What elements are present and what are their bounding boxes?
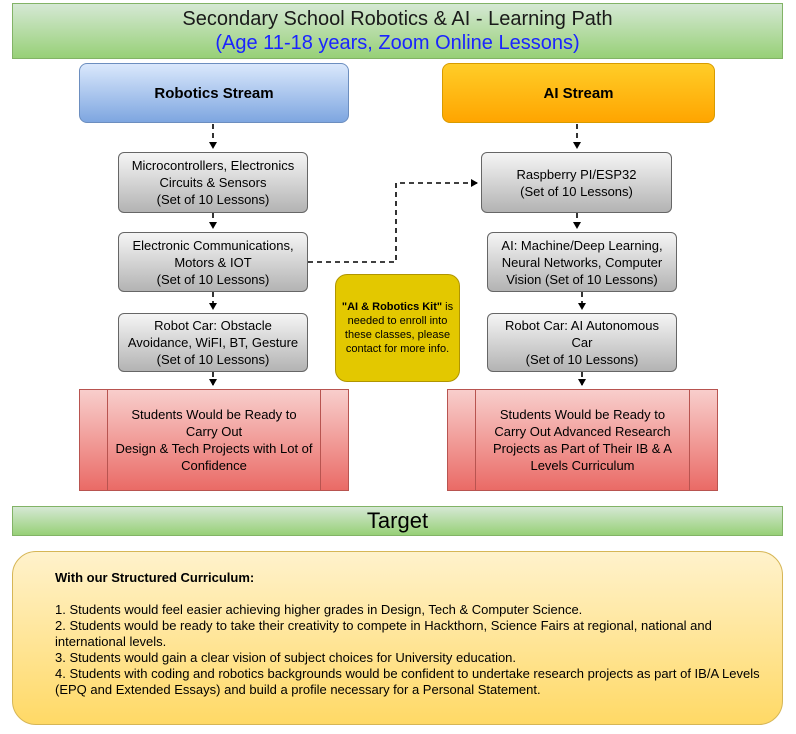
ai-lesson-3: Robot Car: AI Autonomous Car (Set of 10 … [487, 313, 677, 372]
curriculum-box: With our Structured Curriculum: 1. Stude… [12, 551, 783, 725]
lesson-line: (Set of 10 Lessons) [520, 183, 633, 199]
outcome-side-bar [448, 390, 476, 490]
robotics-stream-header: Robotics Stream [79, 63, 349, 123]
outcome-side-bar [320, 390, 348, 490]
arrow-cross-link [308, 179, 478, 263]
lesson-line: Vision (Set of 10 Lessons) [506, 271, 658, 287]
lesson-line: Car [571, 335, 593, 350]
outcome-line: Students Would be Ready to [131, 407, 297, 422]
lesson-line: Robot Car: AI Autonomous [505, 318, 659, 333]
curriculum-heading: With our Structured Curriculum: [55, 570, 255, 585]
lesson-line: AI: Machine/Deep Learning, [501, 237, 663, 253]
outcome-text: Students Would be Ready to Carry Out Adv… [463, 406, 702, 474]
outcome-side-bar [80, 390, 108, 490]
outcome-line: Levels Curriculum [530, 458, 635, 473]
outcome-line: Carry Out Advanced Research [494, 424, 671, 439]
lesson-line: Microcontrollers, Electronics [131, 158, 295, 173]
robotics-stream-label: Robotics Stream [154, 84, 274, 102]
kit-note-line: these classes, please [344, 329, 451, 341]
lesson-line: Robot Car: Obstacle [154, 318, 272, 333]
outcome-line: Students Would be Ready to [499, 407, 666, 422]
lesson-line: Motors & IOT [174, 254, 252, 270]
lesson-line: Electronic Communications, [132, 237, 294, 253]
outcome-line: Confidence [181, 458, 247, 473]
outcome-line: Carry Out [185, 424, 243, 439]
lesson-line: Neural Networks, Computer [501, 254, 663, 270]
lesson-line: (Set of 10 Lessons) [156, 271, 270, 287]
ai-outcome: Students Would be Ready to Carry Out Adv… [447, 389, 718, 491]
target-banner: Target [12, 506, 783, 536]
outcome-line: Design & Tech Projects with Lot of [115, 441, 313, 456]
curriculum-point: 4. Students with coding and robotics bac… [55, 666, 760, 697]
robotics-lesson-3: Robot Car: Obstacle Avoidance, WiFI, BT,… [118, 313, 308, 372]
lesson-line: (Set of 10 Lessons) [156, 352, 270, 367]
outcome-side-bar [689, 390, 717, 490]
kit-note: "AI & Robotics Kit" is needed to enroll … [335, 274, 460, 382]
target-label: Target [366, 508, 429, 533]
curriculum-point: 1. Students would feel easier achieving … [55, 602, 583, 617]
kit-note-line: needed to enroll into [347, 315, 448, 327]
ai-lesson-1: Raspberry PI/ESP32 (Set of 10 Lessons) [481, 152, 672, 213]
robotics-lesson-2: Electronic Communications, Motors & IOT … [118, 232, 308, 292]
robotics-lesson-1: Microcontrollers, Electronics Circuits &… [118, 152, 308, 213]
kit-note-line: contact for more info. [345, 343, 450, 355]
ai-stream-label: AI Stream [543, 84, 614, 102]
lesson-line: Raspberry PI/ESP32 [516, 166, 637, 182]
kit-note-text: is [442, 301, 454, 313]
curriculum-point: 3. Students would gain a clear vision of… [55, 650, 517, 665]
page-title: Secondary School Robotics & AI - Learnin… [182, 8, 613, 30]
outcome-text: Students Would be Ready to Carry Out Des… [85, 406, 342, 474]
kit-note-line: "AI & Robotics Kit" is [342, 300, 453, 314]
curriculum-point: 2. Students would be ready to take their… [55, 618, 712, 649]
lesson-line: (Set of 10 Lessons) [525, 352, 639, 367]
lesson-line: (Set of 10 Lessons) [156, 192, 270, 207]
page-subtitle: (Age 11-18 years, Zoom Online Lessons) [215, 32, 580, 54]
ai-lesson-2: AI: Machine/Deep Learning, Neural Networ… [487, 232, 677, 292]
lesson-line: Avoidance, WiFI, BT, Gesture [127, 335, 299, 350]
lesson-line: Circuits & Sensors [159, 175, 267, 190]
title-banner: Secondary School Robotics & AI - Learnin… [12, 3, 783, 59]
ai-stream-header: AI Stream [442, 63, 715, 123]
robotics-outcome: Students Would be Ready to Carry Out Des… [79, 389, 349, 491]
kit-name: "AI & Robotics Kit" [341, 301, 443, 313]
outcome-line: Projects as Part of Their IB & A [493, 441, 672, 456]
